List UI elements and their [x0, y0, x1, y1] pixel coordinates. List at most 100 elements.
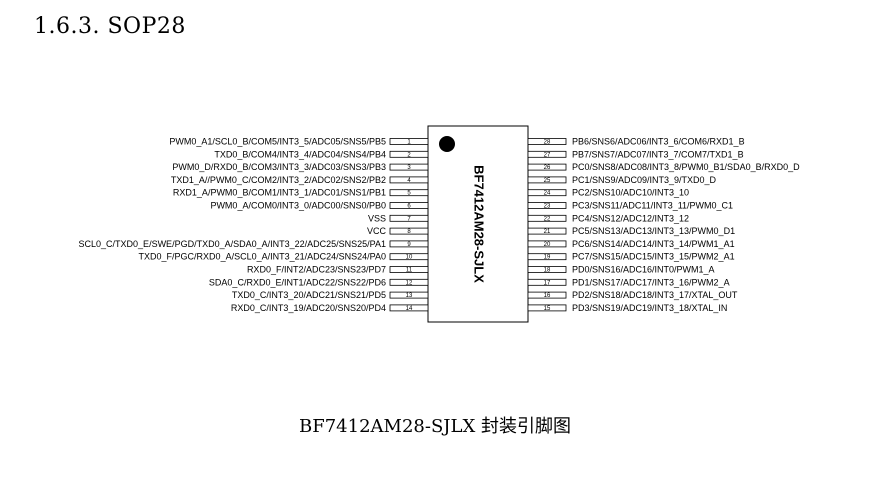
pin-number: 5 [407, 191, 411, 197]
right-pin: 25 PC1/SNS9/ADC09/INT3_9/TXD0_D [527, 175, 717, 185]
pin-box [389, 163, 429, 171]
pin-number: 24 [544, 191, 551, 197]
pin-box [527, 176, 567, 184]
pin-label: VCC [367, 226, 387, 236]
pin-number: 11 [406, 268, 413, 274]
pin-label: PC2/SNS10/ADC10/INT3_10 [572, 188, 689, 198]
pin-box [389, 214, 429, 222]
left-pin: 9 SCL0_C/TXD0_E/SWE/PGD/TXD0_A/SDA0_A/INT… [79, 239, 429, 249]
pin-number: 23 [544, 204, 551, 210]
right-pin: 24 PC2/SNS10/ADC10/INT3_10 [527, 188, 689, 198]
pin-number: 19 [544, 255, 551, 261]
left-pin: 13 TXD0_C/INT3_20/ADC21/SNS21/PD5 [232, 290, 429, 300]
pin-box [389, 266, 429, 273]
left-pin: 1 PWM0_A1/SCL0_B/COM5/INT3_5/ADC05/SNS5/P… [169, 137, 429, 147]
pin-box [389, 227, 429, 235]
pin-box [527, 240, 567, 248]
pin-number: 25 [544, 178, 551, 184]
left-pin: 4TXD1_A//PWM0_C/COM2/INT3_2/ADC02/SNS2/P… [171, 175, 429, 185]
pin-label: PD0/SNS16/ADC16/INT0/PWM1_A [572, 265, 715, 275]
section-title: 1.6.3. SOP28 [34, 14, 186, 39]
pin-box [527, 291, 567, 299]
pin-number: 14 [406, 306, 413, 312]
pin-box [389, 304, 429, 312]
chip-name: BF7412AM28-SJLX [472, 165, 487, 283]
pin-number: 7 [407, 216, 411, 222]
diagram-caption: BF7412AM28-SJLX 封装引脚图 [299, 416, 571, 437]
pin-label: PD3/SNS19/ADC19/INT3_18/XTAL_IN [572, 303, 727, 313]
pin-box [527, 304, 567, 312]
pin-number: 20 [544, 242, 551, 248]
right-pin: 22 PC4/SNS12/ADC12/INT3_12 [527, 213, 689, 223]
pin-number: 4 [407, 178, 411, 184]
pin-label: PWM0_A/COM0/INT3_0/ADC00/SNS0/PB0 [210, 201, 386, 211]
pin-number: 21 [544, 229, 551, 235]
pin-number: 28 [544, 140, 551, 146]
right-pin: 17 PD1/SNS17/ADC17/INT3_16/PWM2_A [527, 277, 730, 287]
pin-box [527, 278, 567, 286]
left-pin: 6 PWM0_A/COM0/INT3_0/ADC00/SNS0/PB0 [210, 201, 429, 211]
right-pin: 16 PD2/SNS18/ADC18/INT3_17/XTAL_OUT [527, 290, 738, 300]
pin-box [527, 227, 567, 235]
right-pin: 27 PB7/SNS7/ADC07/INT3_7/COM7/TXD1_B [527, 149, 744, 159]
pin-number: 16 [544, 293, 551, 299]
left-pin: 11 RXD0_F/INT2/ADC23/SNS23/PD7 [247, 265, 429, 275]
right-pin: 15 PD3/SNS19/ADC19/INT3_18/XTAL_IN [527, 303, 727, 313]
pin-label: PC0/SNS8/ADC08/INT3_8/PWM0_B1/SDA0_B/RXD… [572, 162, 800, 172]
pin-label: RXD0_F/INT2/ADC23/SNS23/PD7 [247, 265, 386, 275]
pin-label: PD1/SNS17/ADC17/INT3_16/PWM2_A [572, 277, 730, 287]
pin-number: 18 [544, 268, 551, 274]
pin-number: 22 [544, 216, 551, 222]
pin-label: RXD1_A/PWM0_B/COM1/INT3_1/ADC01/SNS1/PB1 [173, 188, 386, 198]
pin-label: PWM0_A1/SCL0_B/COM5/INT3_5/ADC05/SNS5/PB… [169, 137, 386, 147]
pin-box [389, 278, 429, 286]
left-pin: 8 VCC [367, 226, 429, 236]
pin-box [389, 150, 429, 158]
pin-box [389, 176, 429, 184]
pin-label: PB7/SNS7/ADC07/INT3_7/COM7/TXD1_B [572, 149, 744, 159]
pin-label: PC4/SNS12/ADC12/INT3_12 [572, 213, 689, 223]
left-pin: 7 VSS [368, 213, 429, 223]
left-pin: 3PWM0_D/RXD0_B/COM3/INT3_3/ADC03/SNS3/PB… [172, 162, 429, 172]
pin-label: TXD0_B/COM4/INT3_4/ADC04/SNS4/PB4 [214, 149, 386, 159]
pin-number: 1 [407, 140, 411, 146]
pin-label: SDA0_C/RXD0_E/INT1/ADC22/SNS22/PD6 [209, 277, 386, 287]
pin-box [527, 150, 567, 158]
pin-number: 13 [406, 293, 413, 299]
pin-number: 27 [544, 152, 551, 158]
pin-label: PC6/SNS14/ADC14/INT3_14/PWM1_A1 [572, 239, 735, 249]
pin-box [389, 138, 429, 145]
pin-box [527, 214, 567, 222]
right-pin: 20 PC6/SNS14/ADC14/INT3_14/PWM1_A1 [527, 239, 735, 249]
pin-number: 3 [407, 165, 411, 171]
pin-number: 17 [544, 280, 551, 286]
pin-number: 9 [407, 242, 411, 248]
pin-label: PC1/SNS9/ADC09/INT3_9/TXD0_D [572, 175, 717, 185]
pin-number: 8 [407, 229, 411, 235]
pin-label: PD2/SNS18/ADC18/INT3_17/XTAL_OUT [572, 290, 738, 300]
pin-label: SCL0_C/TXD0_E/SWE/PGD/TXD0_A/SDA0_A/INT3… [79, 239, 386, 249]
left-pin-column: 1 PWM0_A1/SCL0_B/COM5/INT3_5/ADC05/SNS5/P… [79, 137, 429, 313]
pin-number: 6 [407, 204, 411, 210]
pin-box [389, 202, 429, 209]
pin-number: 2 [407, 152, 411, 158]
pin-number: 15 [544, 306, 551, 312]
chip-body [427, 125, 529, 323]
left-pin: 10TXD0_F/PGC/RXD0_A/SCL0_A/INT3_21/ADC24… [139, 252, 429, 262]
pin-box [527, 253, 567, 261]
pin-box [389, 240, 429, 248]
pin-label: TXD0_C/INT3_20/ADC21/SNS21/PD5 [232, 290, 386, 300]
pin-label: VSS [368, 213, 386, 223]
pin-box [527, 138, 567, 145]
pin-box [527, 189, 567, 197]
pin1-marker-dot [439, 136, 455, 152]
